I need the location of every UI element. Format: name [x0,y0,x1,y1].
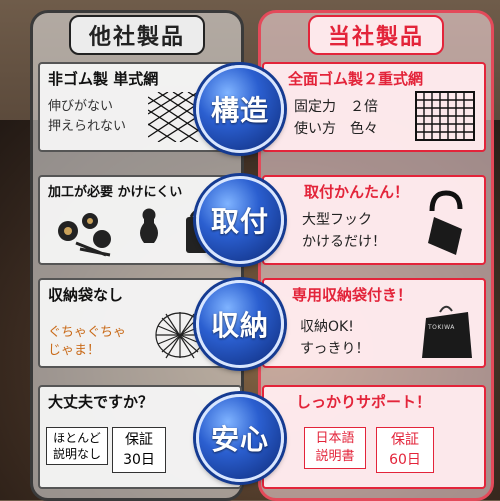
right-manual-box-line1: 日本語 [315,431,355,446]
double-net-icon [415,91,475,141]
row-support-right: しっかりサポート！ 日本語 説明書 保証 60日 [262,385,486,489]
badge-support: 安心 [196,394,284,482]
row-structure-right-sub2: 使い方 色々 [294,121,378,137]
row-structure-right-title: 全面ゴム製２重式網 [288,70,424,88]
left-warranty-box-line2: 30日 [123,452,155,468]
row-install-right-title: 取付かんたん！ [304,183,410,201]
row-structure-left-sub1: 伸びがない [48,99,114,114]
competitor-header: 他社製品 [33,13,241,57]
row-support-right-title: しっかりサポート！ [296,393,432,411]
badge-storage: 収納 [196,280,284,368]
badge-structure: 構造 [196,65,284,153]
row-support-left: 大丈夫ですか？ ほとんど 説明なし 保証 30日 [38,385,242,489]
right-warranty-box: 保証 60日 [376,427,434,473]
right-manual-box: 日本語 説明書 [304,427,366,469]
left-warranty-box: 保証 30日 [112,427,166,473]
storage-bag-brand-label: TOKIWA [428,324,455,331]
row-structure-right: 全面ゴム製２重式網 固定力 ２倍 使い方 色々 [262,62,486,152]
row-storage-left-sub1: ぐちゃぐちゃ [48,325,127,340]
left-warranty-box-line1: 保証 [125,432,153,448]
right-warranty-box-line2: 60日 [389,452,421,468]
right-warranty-box-line1: 保証 [391,432,419,448]
row-support-left-title: 大丈夫ですか？ [48,393,154,411]
row-structure-left-sub2: 押えられない [48,119,127,134]
single-net-icon [148,92,208,142]
our-product-header-label: 当社製品 [307,15,444,55]
row-install-left-title: 加工が必要 かけにくい [48,185,183,200]
row-storage-left-title: 収納袋なし [48,286,124,304]
left-manual-box: ほとんど 説明なし [46,427,108,465]
badge-install: 取付 [196,176,284,264]
row-storage-left-sub2: じゃま！ [48,343,101,358]
left-manual-box-line1: ほとんど [53,431,101,445]
our-product-header: 当社製品 [261,13,491,57]
row-install-right: 取付かんたん！ 大型フック かけるだけ！ [262,175,486,265]
row-storage-right: 専用収納袋付き！ 収納OK! すっきり！ TOKIWA [262,278,486,368]
large-hook-icon [428,190,463,255]
right-manual-box-line2: 説明書 [315,449,355,464]
row-structure-right-sub1: 固定力 ２倍 [294,99,378,115]
row-structure-left-title: 非ゴム製 単式網 [48,70,159,88]
row-storage-right-title: 専用収納袋付き！ [292,286,413,304]
competitor-header-label: 他社製品 [68,15,205,55]
left-manual-box-line2: 説明なし [52,447,101,461]
row-storage-right-sub2: すっきり！ [300,341,370,357]
storage-bag-icon [422,305,472,358]
row-install-right-sub2: かけるだけ！ [302,234,386,250]
row-install-right-sub1: 大型フック [302,212,372,228]
row-storage-right-sub1: 収納OK! [300,319,354,335]
